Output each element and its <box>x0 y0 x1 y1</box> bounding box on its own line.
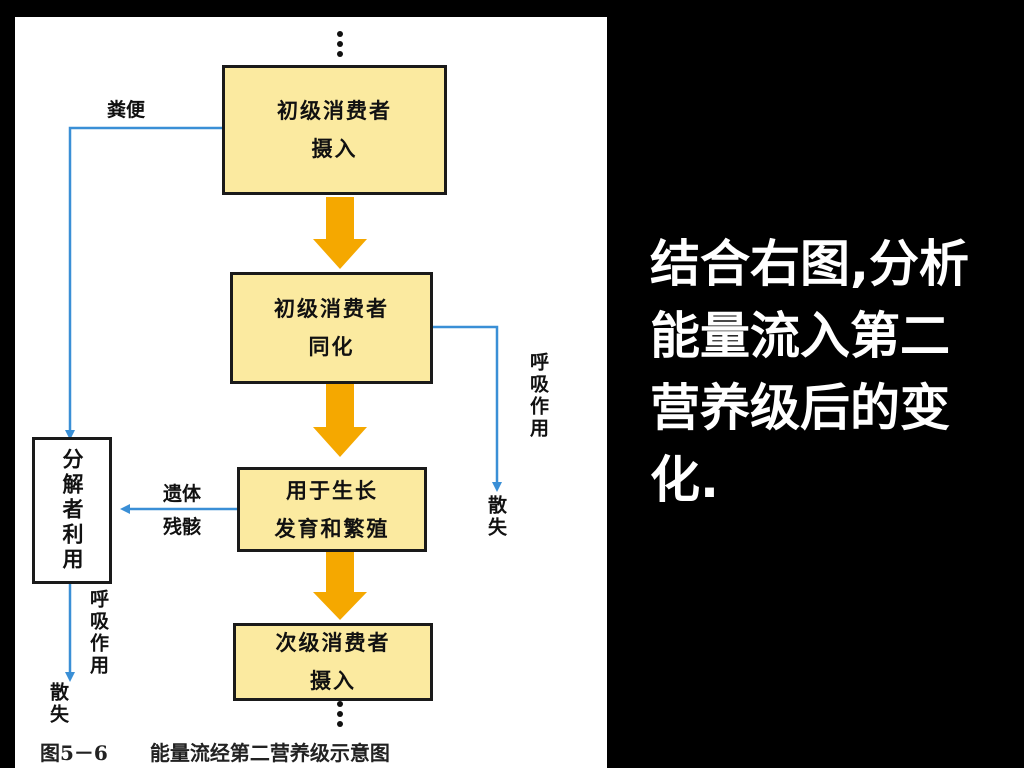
energy-flow-arrow-2 <box>313 384 367 457</box>
box-text-line: 初级消费者 <box>274 296 389 321</box>
question-text: 结合右图,分析能量流入第二营养级后的变化. <box>650 235 969 509</box>
diagram-arrows <box>65 31 502 727</box>
box-decomposer: 分解者利用 <box>32 437 112 584</box>
respiration-flow-line-right <box>432 325 502 492</box>
label-respiration-left: 呼吸作用 <box>87 589 109 677</box>
label-feces: 粪便 <box>107 99 146 121</box>
box-text-line: 用于生长 <box>286 477 378 503</box>
continuation-dots-top <box>337 31 343 57</box>
label-dissipation-right: 散失 <box>485 495 507 539</box>
box-secondary-consumer-intake: 次级消费者 摄入 <box>233 623 433 701</box>
label-remains-line1: 遗体 <box>163 483 202 505</box>
figure-number: 图5－6 <box>40 741 108 765</box>
box-text-line: 摄入 <box>311 136 358 161</box>
box-text-line: 发育和繁殖 <box>274 515 390 541</box>
figure-caption: 图5－6 能量流经第二营养级示意图 <box>40 737 610 766</box>
box-text-line: 同化 <box>308 334 355 359</box>
energy-flow-arrow-3 <box>313 552 367 620</box>
box-primary-consumer-assimilation: 初级消费者 同化 <box>230 272 433 384</box>
continuation-dots-bottom <box>337 701 343 727</box>
figure-title: 能量流经第二营养级示意图 <box>149 741 390 765</box>
diagram-panel: 初级消费者 摄入 初级消费者 同化 用于生长 发育和繁殖 次级消费者 摄入 分解… <box>15 17 607 768</box>
energy-flow-arrow-1 <box>313 197 367 269</box>
box-text-line: 初级消费者 <box>277 98 392 123</box>
box-text-line: 摄入 <box>310 668 356 693</box>
box-growth-reproduction: 用于生长 发育和繁殖 <box>237 467 427 552</box>
box-primary-consumer-intake: 初级消费者 摄入 <box>222 65 447 195</box>
box-text-line: 次级消费者 <box>275 630 391 655</box>
feces-flow-line <box>65 126 222 440</box>
label-remains-line2: 残骸 <box>163 516 202 538</box>
label-dissipation-left: 散失 <box>47 682 69 726</box>
label-respiration-right: 呼吸作用 <box>527 352 549 440</box>
